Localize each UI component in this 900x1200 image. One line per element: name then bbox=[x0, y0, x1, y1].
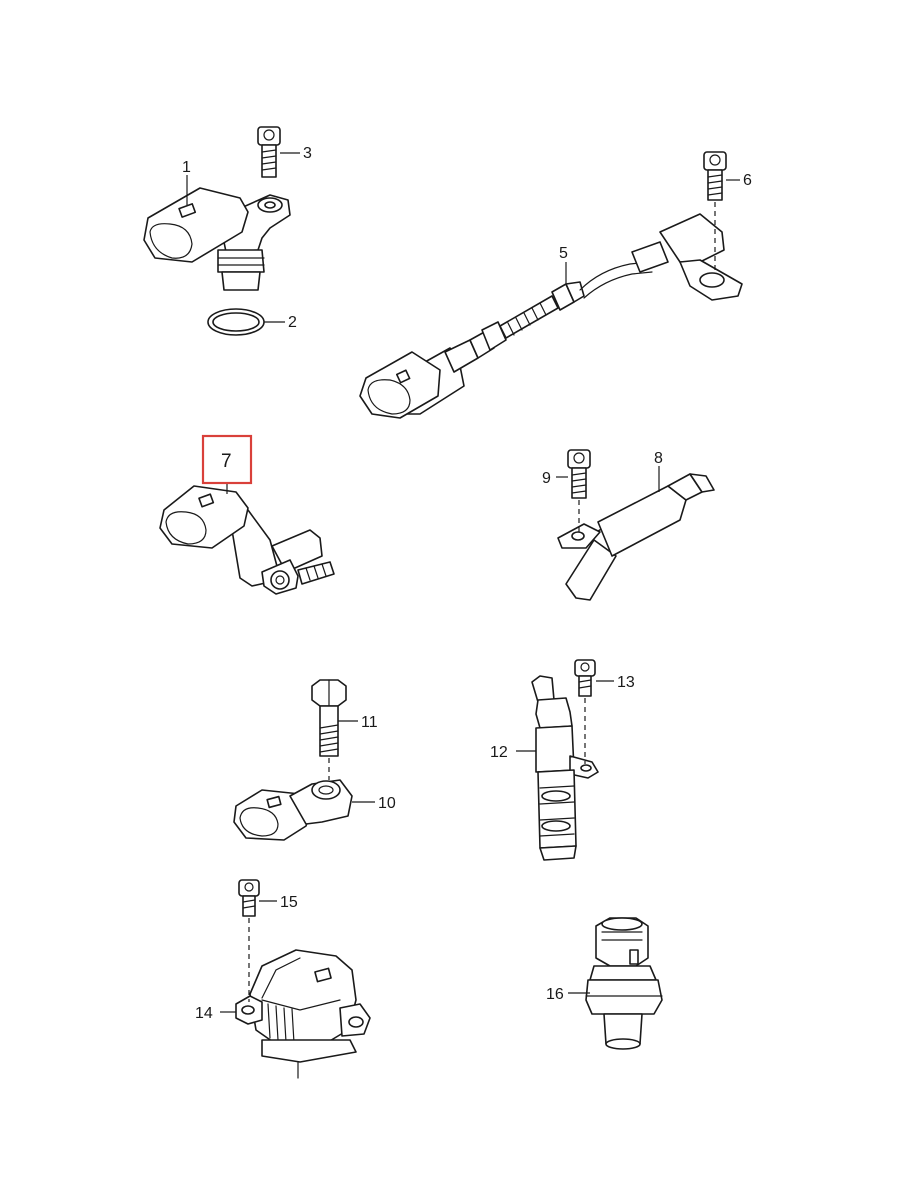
part-5-sensor-with-cable[interactable] bbox=[359, 213, 743, 419]
callout-15: 15 bbox=[280, 894, 298, 911]
part-3-bolt[interactable] bbox=[257, 126, 281, 178]
part-12-solenoid-valve[interactable] bbox=[531, 675, 599, 861]
highlight-box-7 bbox=[201, 434, 253, 485]
part-7-crankshaft-sensor[interactable] bbox=[159, 485, 335, 595]
part-9-bolt[interactable] bbox=[567, 449, 591, 499]
part-14-pressure-sensor[interactable] bbox=[235, 949, 371, 1079]
callout-1: 1 bbox=[182, 159, 191, 176]
callout-11: 11 bbox=[361, 714, 378, 731]
callout-3: 3 bbox=[303, 145, 312, 162]
part-6-bolt[interactable] bbox=[703, 151, 727, 201]
part-2-o-ring[interactable] bbox=[207, 308, 265, 336]
callout-13: 13 bbox=[617, 674, 635, 691]
callout-7[interactable]: 7 bbox=[221, 451, 232, 472]
part-1-camshaft-sensor[interactable] bbox=[143, 187, 291, 291]
part-11-bolt[interactable] bbox=[311, 679, 347, 757]
part-10-knock-sensor[interactable] bbox=[233, 779, 353, 841]
callout-12: 12 bbox=[490, 744, 508, 761]
part-16-pressure-switch[interactable] bbox=[585, 917, 663, 1050]
callout-10: 10 bbox=[378, 795, 396, 812]
callout-9: 9 bbox=[542, 470, 551, 487]
part-15-bolt[interactable] bbox=[238, 879, 260, 917]
callout-8: 8 bbox=[654, 450, 663, 467]
callout-6: 6 bbox=[743, 172, 752, 189]
part-8-speed-sensor[interactable] bbox=[557, 473, 715, 601]
callout-2: 2 bbox=[288, 314, 297, 331]
callout-16: 16 bbox=[546, 986, 564, 1003]
callout-14: 14 bbox=[195, 1005, 213, 1022]
part-13-bolt[interactable] bbox=[574, 659, 596, 697]
callout-5: 5 bbox=[559, 245, 568, 262]
